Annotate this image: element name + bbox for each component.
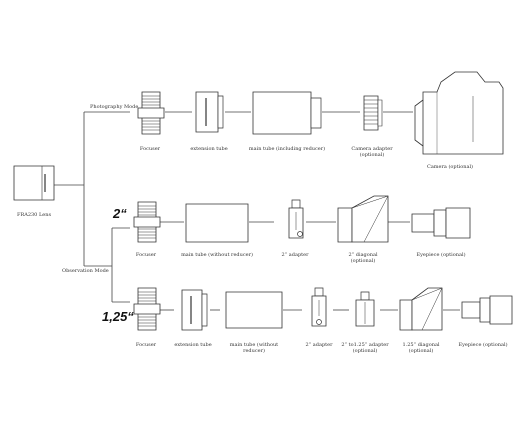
photo-focuser-label: Focuser <box>139 146 161 152</box>
obs2-eyepiece-label: Eyepiece (optional) <box>416 252 466 258</box>
observation-mode-label: Observation Mode <box>62 268 109 274</box>
two-inch-label: 2“ <box>113 206 127 221</box>
camera-adapter-label: Camera adapter (optional) <box>351 146 393 158</box>
lens-icon <box>12 164 56 202</box>
obs125-reducer-adapter-label: 2” to1.25” adapter (optional) <box>341 342 389 354</box>
one-quarter-inch-label: 1,25“ <box>102 309 134 324</box>
obs2-focuser-label: Focuser <box>135 252 157 258</box>
obs125-adapter-label: 2” adapter <box>305 342 333 348</box>
eyepiece-icon <box>460 294 514 326</box>
diagonal-icon <box>336 194 390 246</box>
reducer-adapter-icon <box>352 290 378 332</box>
photography-mode-label: Photography Mode <box>90 104 139 110</box>
extension-tube-icon <box>178 288 210 332</box>
focuser-icon <box>132 200 162 244</box>
obs125-diagonal-label: 1.25” diagonal (optional) <box>402 342 440 354</box>
obs2-diagonal-label: 2” diagonal (optional) <box>348 252 378 264</box>
photo-main-tube-label: main tube (including reducer) <box>248 146 326 152</box>
camera-label: Camera (optional) <box>427 164 473 170</box>
main-tube-icon <box>224 290 284 330</box>
eyepiece-icon <box>410 206 472 240</box>
obs2-adapter-label: 2” adapter <box>281 252 309 258</box>
adapter-icon <box>284 198 308 246</box>
main-tube-icon <box>251 90 323 136</box>
diagonal-icon <box>398 286 444 334</box>
main-tube-icon <box>184 202 250 244</box>
extension-tube-icon <box>192 90 226 134</box>
focuser-icon <box>132 286 162 332</box>
obs125-focuser-label: Focuser <box>135 342 157 348</box>
lens-label: FRA230 Lens <box>16 212 52 218</box>
camera-icon <box>413 70 505 158</box>
focuser-icon <box>136 90 166 136</box>
photo-extension-tube-label: extension tube <box>190 146 228 152</box>
obs125-eyepiece-label: Eyepiece (optional) <box>458 342 508 348</box>
obs125-main-tube-label: main tube (without reducer) <box>229 342 279 354</box>
adapter-icon <box>307 286 331 334</box>
obs125-extension-tube-label: extension tube <box>174 342 212 348</box>
camera-adapter-icon <box>360 94 384 132</box>
obs2-main-tube-label: main tube (without reducer) <box>181 252 253 258</box>
